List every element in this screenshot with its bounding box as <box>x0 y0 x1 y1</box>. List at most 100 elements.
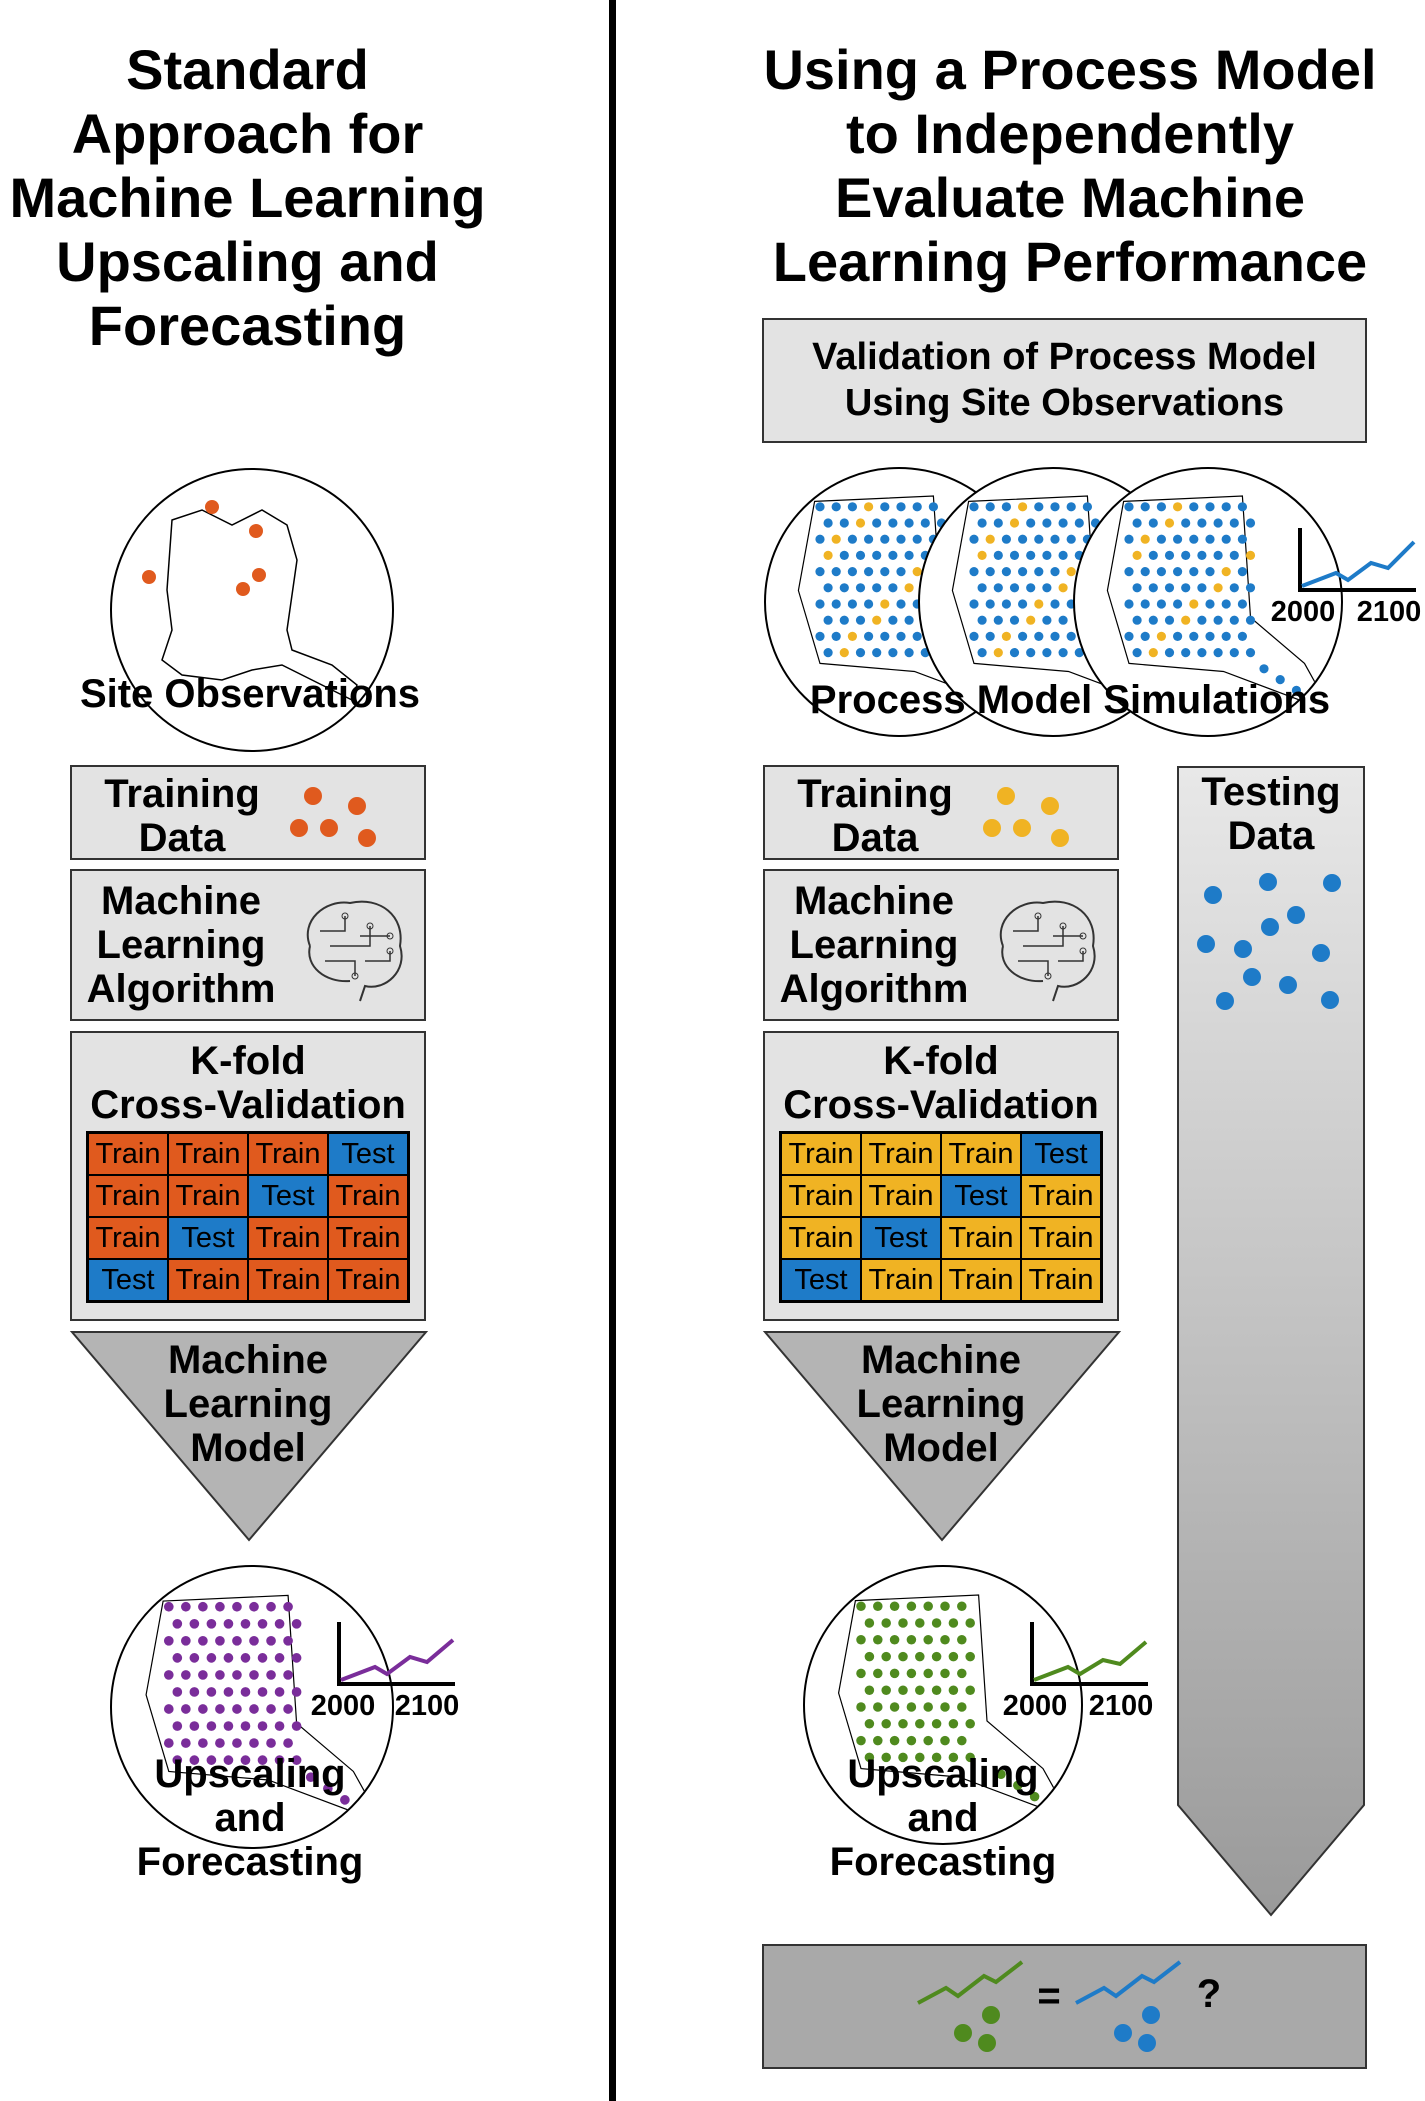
map-dot <box>323 1783 333 1794</box>
training-dot <box>1041 797 1059 815</box>
map-dot <box>873 1635 883 1645</box>
map-dot <box>198 1636 208 1646</box>
map-dot <box>1124 599 1134 609</box>
map-dot <box>815 567 825 577</box>
model-line: Machine <box>167 1338 329 1382</box>
map-dot <box>888 648 898 658</box>
map-dot <box>1140 567 1150 577</box>
upscaling-line: Forecasting <box>136 1840 364 1884</box>
right-algorithm-label: Machine Learning Algorithm <box>769 879 979 1011</box>
map-dot <box>993 518 1003 528</box>
kfold-cell: Test <box>861 1217 941 1259</box>
map-dot <box>948 1685 959 1695</box>
map-dot <box>948 1618 959 1628</box>
left-title-line: Forecasting <box>88 294 407 357</box>
map-dot <box>957 1735 967 1746</box>
left-title-line: Machine Learning <box>9 166 486 229</box>
map-dot <box>855 648 866 658</box>
map-dot <box>1082 502 1092 512</box>
map-dot <box>283 1704 293 1714</box>
map-dot <box>1042 518 1052 528</box>
map-dot <box>257 1687 268 1697</box>
validation-box: Validation of Process Model Using Site O… <box>762 318 1367 443</box>
testing-data-arrow <box>1177 766 1365 1917</box>
map-dot <box>1074 518 1084 528</box>
map-dot <box>880 534 890 544</box>
map-dot <box>855 518 866 528</box>
map-dot <box>1009 615 1020 625</box>
map-dot <box>815 502 825 512</box>
map-dot <box>969 599 979 609</box>
testing-dot <box>1243 968 1261 986</box>
algorithm-line: Machine <box>100 879 262 923</box>
right-axis-end: 2100 <box>1088 1690 1154 1722</box>
map-dot <box>1221 631 1231 641</box>
training-line: Data <box>831 816 919 860</box>
map-dot <box>1050 599 1060 609</box>
question-mark: ? <box>1196 1972 1222 2016</box>
map-dot <box>1173 502 1183 512</box>
map-dot <box>181 1704 191 1714</box>
map-dot <box>1213 615 1223 625</box>
map-dot <box>181 1636 191 1646</box>
training-dot <box>1013 819 1031 837</box>
map-dot <box>881 1752 891 1763</box>
map-dot <box>1148 583 1158 593</box>
testing-dot <box>1287 906 1305 924</box>
map-dot <box>940 1702 950 1712</box>
map-dot <box>985 534 995 544</box>
map-dot <box>906 1668 917 1679</box>
map-dot <box>940 1735 950 1746</box>
map-dot <box>872 615 882 625</box>
map-dot <box>274 1618 285 1629</box>
map-dot <box>1229 518 1239 528</box>
map-dot <box>1205 534 1215 544</box>
left-title: Standard Approach for Machine Learning U… <box>0 38 495 358</box>
right-title-line: Using a Process Model <box>763 38 1377 101</box>
kfold-cell: Train <box>941 1217 1021 1259</box>
map-dot <box>198 1670 208 1680</box>
kfold-cell: Train <box>168 1175 248 1217</box>
equals-sign: = <box>1037 1974 1061 2018</box>
map-dot <box>1058 615 1068 625</box>
map-dot <box>888 615 898 625</box>
map-dot <box>923 1635 933 1645</box>
green-trend-icon <box>917 1960 1024 2005</box>
map-dot <box>898 1651 908 1662</box>
map-dot <box>291 1618 302 1629</box>
model-line: Learning <box>163 1382 333 1426</box>
map-dot <box>249 1738 259 1748</box>
map-dot <box>274 1687 285 1697</box>
map-dot <box>240 1687 251 1697</box>
testing-dot <box>1216 992 1234 1010</box>
map-dot <box>839 615 849 625</box>
map-dot <box>1018 567 1028 577</box>
map-dot <box>249 1636 259 1646</box>
map-dot <box>931 1719 942 1729</box>
map-dot <box>864 1618 875 1628</box>
map-dot <box>1058 550 1068 560</box>
map-dot <box>1034 534 1044 544</box>
map-dot <box>823 648 833 658</box>
map-dot <box>1197 648 1207 658</box>
map-dot <box>1140 534 1150 544</box>
map-dot <box>915 1651 925 1662</box>
map-dot <box>1237 631 1247 641</box>
map-dot <box>1164 518 1175 528</box>
upscaling-line: and <box>214 1796 286 1840</box>
map-dot <box>340 1795 350 1805</box>
map-dot <box>172 1653 183 1663</box>
map-dot <box>1018 631 1028 641</box>
testing-dot <box>1312 944 1330 962</box>
map-dot <box>172 1755 183 1765</box>
left-model-label: Machine Learning Model <box>100 1338 396 1470</box>
map-dot <box>823 583 833 593</box>
map-dot <box>847 502 857 512</box>
blue-dot <box>1142 2006 1160 2024</box>
map-dot <box>856 1668 866 1679</box>
map-dot <box>189 1618 200 1629</box>
map-dot <box>888 518 898 528</box>
map-dot <box>864 631 874 641</box>
map-dot <box>889 1635 900 1645</box>
